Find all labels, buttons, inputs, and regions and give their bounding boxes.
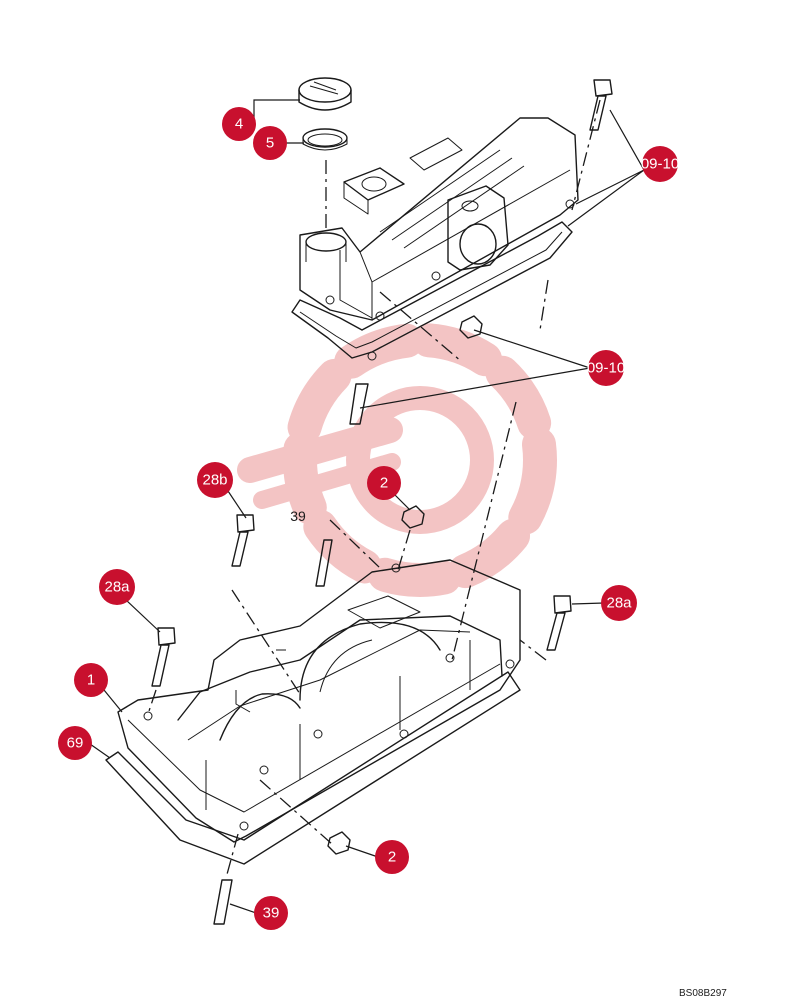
callout-09-10-top[interactable]: 09-10	[641, 146, 679, 182]
callout-39-bottom-label: 39	[263, 905, 280, 922]
callout-2-top[interactable]: 2	[367, 466, 401, 500]
nut-2-bottom	[327, 831, 351, 855]
seal-ring	[302, 128, 348, 151]
bolt-28a-right	[546, 595, 572, 651]
callout-4[interactable]: 4	[222, 107, 256, 141]
upper-nut	[459, 315, 483, 339]
stud-39-top	[315, 539, 333, 587]
callout-5[interactable]: 5	[253, 126, 287, 160]
callout-2-top-label: 2	[380, 475, 388, 492]
upper-stud	[349, 383, 369, 425]
drawing-code: BS08B297	[679, 988, 727, 999]
callout-5-label: 5	[266, 135, 274, 152]
callout-09-10-top-label: 09-10	[641, 156, 679, 173]
bolt-28b	[231, 514, 255, 567]
callout-4-label: 4	[235, 116, 243, 133]
callout-2-bottom[interactable]: 2	[375, 840, 409, 874]
callout-69[interactable]: 69	[58, 726, 92, 760]
callout-1[interactable]: 1	[74, 663, 108, 697]
callout-09-10-mid-label: 09-10	[587, 360, 625, 377]
callout-28b[interactable]: 28b	[197, 462, 233, 498]
callout-2-bottom-label: 2	[388, 849, 396, 866]
lower-rocker-housing	[105, 559, 521, 865]
leader-lines	[89, 99, 645, 914]
callout-1-label: 1	[87, 672, 95, 689]
oil-filler-cap	[298, 77, 352, 111]
nut-2-top	[401, 505, 425, 529]
bolt-28a-left	[151, 627, 176, 687]
label-39-top: 39	[290, 508, 306, 524]
callout-28b-label: 28b	[202, 472, 227, 489]
callout-28a-left-label: 28a	[104, 579, 130, 596]
callout-28a-right[interactable]: 28a	[601, 585, 637, 621]
callout-69-label: 69	[67, 735, 84, 752]
watermark-logo	[237, 323, 557, 597]
stud-39-bottom	[213, 879, 233, 925]
callout-39-bottom[interactable]: 39	[254, 896, 288, 930]
callout-28a-right-label: 28a	[606, 595, 632, 612]
top-bolt	[589, 79, 613, 131]
assembly-center-lines	[147, 99, 601, 879]
callout-09-10-mid[interactable]: 09-10	[587, 350, 625, 386]
upper-valve-cover	[291, 117, 579, 361]
callout-28a-left[interactable]: 28a	[99, 569, 135, 605]
